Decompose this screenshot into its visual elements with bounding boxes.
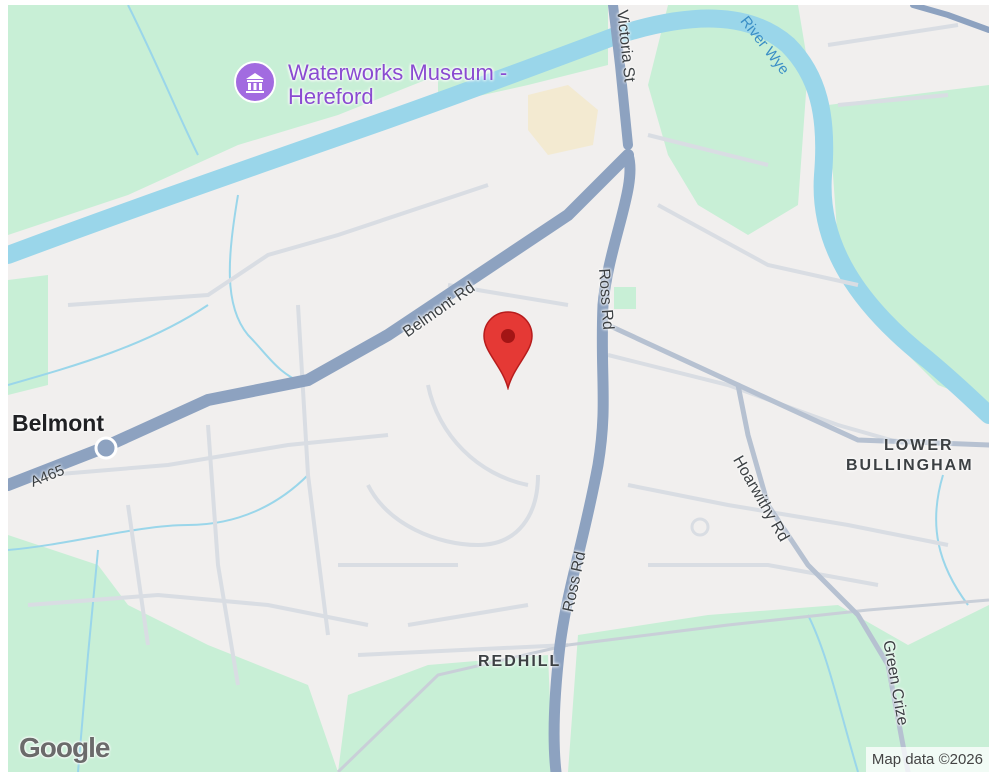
park-south-east xyxy=(568,605,989,772)
map-view[interactable]: Waterworks Museum - Hereford Belmont LOW… xyxy=(8,5,989,772)
park-south-west xyxy=(8,535,338,772)
major-roads xyxy=(8,5,989,772)
area-label-bullingham: BULLINGHAM xyxy=(846,457,974,474)
road-victoria-st xyxy=(608,5,633,150)
road-east-top xyxy=(910,5,989,33)
stream-2 xyxy=(228,194,309,386)
map-attribution: Map data ©2026 xyxy=(865,747,989,772)
park-north-west xyxy=(8,5,438,235)
stream-5 xyxy=(77,549,99,772)
stream-7 xyxy=(935,474,969,606)
google-logo: Google xyxy=(19,732,110,763)
park-small xyxy=(614,287,636,309)
minor-roads xyxy=(27,23,959,686)
road-lower-bullingham xyxy=(735,382,989,448)
area-label-redhill: REDHILL xyxy=(478,653,562,670)
location-pin-icon[interactable] xyxy=(478,310,538,390)
road-hoarwithy-rd xyxy=(605,322,911,772)
museum-icon-glyph xyxy=(246,73,264,93)
map-canvas xyxy=(8,5,989,772)
area-label-lower: LOWER xyxy=(884,437,954,454)
stream-1 xyxy=(127,5,199,156)
museum-icon[interactable] xyxy=(234,61,276,103)
stream-3 xyxy=(8,304,209,386)
poi-label-waterworks-museum[interactable]: Waterworks Museum - Hereford xyxy=(288,60,508,109)
roundabout-small xyxy=(690,517,710,537)
road-a465-belmont-rd xyxy=(8,149,634,491)
roundabout-belmont xyxy=(94,436,118,460)
park-west-edge xyxy=(8,275,48,395)
park-south-central xyxy=(338,655,553,772)
road-ross-rd xyxy=(548,149,636,772)
rail-line xyxy=(336,598,989,772)
place-label-belmont: Belmont xyxy=(12,410,104,436)
park-east xyxy=(828,85,989,405)
river-wye xyxy=(8,9,989,424)
sand-area xyxy=(528,85,598,155)
park-north-east xyxy=(648,5,808,235)
stream-6 xyxy=(807,614,859,772)
stream-4 xyxy=(8,474,309,551)
